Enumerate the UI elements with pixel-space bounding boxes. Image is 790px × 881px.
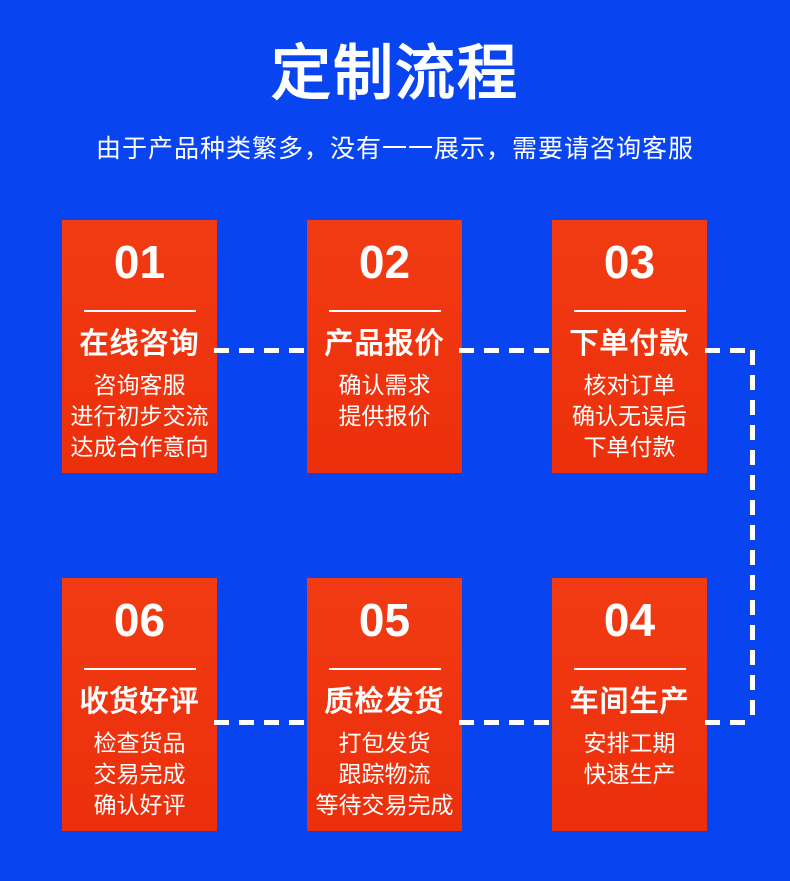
connector-right-step04 bbox=[705, 720, 753, 725]
step-number: 01 bbox=[113, 236, 166, 288]
step-title: 质检发货 bbox=[324, 686, 445, 718]
step-number: 04 bbox=[603, 594, 656, 646]
step-title: 收货好评 bbox=[79, 686, 200, 718]
step-number: 06 bbox=[113, 594, 166, 646]
process-card-step-01: 01 在线咨询 咨询客服 进行初步交流 达成合作意向 bbox=[62, 220, 217, 473]
step-title: 在线咨询 bbox=[79, 328, 200, 360]
step-number: 05 bbox=[358, 594, 411, 646]
page-title: 定制流程 bbox=[271, 40, 519, 107]
step-details: 咨询客服 进行初步交流 达成合作意向 bbox=[70, 372, 209, 460]
step-title: 车间生产 bbox=[569, 686, 690, 718]
connector-step03-right bbox=[705, 348, 753, 353]
step-divider bbox=[573, 310, 686, 312]
connector-step04-step05 bbox=[459, 720, 554, 725]
step-details: 确认需求 提供报价 bbox=[338, 372, 431, 429]
connector-vertical-right bbox=[750, 350, 755, 725]
banner-header: 定制流程 由于产品种类繁多，没有一一展示，需要请咨询客服 bbox=[0, 0, 790, 164]
step-divider bbox=[328, 310, 441, 312]
step-details: 打包发货 跟踪物流 等待交易完成 bbox=[315, 730, 454, 818]
process-card-step-02: 02 产品报价 确认需求 提供报价 bbox=[307, 220, 462, 473]
step-title: 下单付款 bbox=[569, 328, 690, 360]
step-title: 产品报价 bbox=[324, 328, 445, 360]
step-details: 核对订单 确认无误后 下单付款 bbox=[572, 372, 687, 460]
connector-step05-step06 bbox=[214, 720, 309, 725]
step-divider bbox=[328, 668, 441, 670]
page-subtitle: 由于产品种类繁多，没有一一展示，需要请咨询客服 bbox=[95, 135, 694, 163]
step-number: 02 bbox=[358, 236, 411, 288]
step-details: 检查货品 交易完成 确认好评 bbox=[93, 730, 186, 818]
step-divider bbox=[573, 668, 686, 670]
step-number: 03 bbox=[603, 236, 656, 288]
process-card-step-04: 04 车间生产 安排工期 快速生产 bbox=[552, 578, 707, 831]
connector-step02-step03 bbox=[459, 348, 554, 353]
step-details: 安排工期 快速生产 bbox=[583, 730, 676, 787]
step-divider bbox=[83, 668, 196, 670]
connector-step01-step02 bbox=[214, 348, 309, 353]
process-card-step-05: 05 质检发货 打包发货 跟踪物流 等待交易完成 bbox=[307, 578, 462, 831]
step-divider bbox=[83, 310, 196, 312]
process-card-step-03: 03 下单付款 核对订单 确认无误后 下单付款 bbox=[552, 220, 707, 473]
process-card-step-06: 06 收货好评 检查货品 交易完成 确认好评 bbox=[62, 578, 217, 831]
